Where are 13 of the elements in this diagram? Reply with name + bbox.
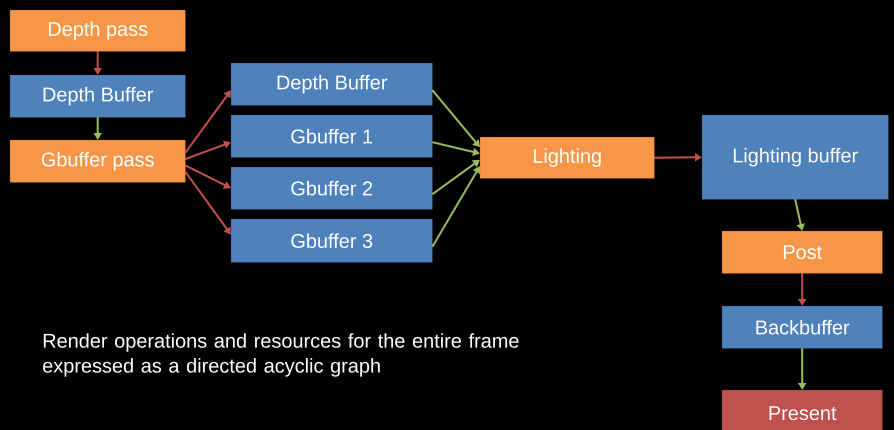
resource-box: Backbuffer <box>722 306 882 348</box>
resource-box: Gbuffer 2 <box>231 167 432 210</box>
resource-box: Depth Buffer <box>231 63 432 106</box>
operation-box: Depth pass <box>10 10 186 52</box>
operation-box: Lighting <box>480 137 654 178</box>
caption-text: Render operations and resources for the entire frame expressed as a directed acyclic graph <box>43 333 519 377</box>
operation-box: Gbuffer pass <box>10 140 186 182</box>
resource-box: Lighting buffer <box>702 115 888 200</box>
resource-box: Gbuffer 1 <box>231 115 432 158</box>
present-box: Present <box>722 390 882 430</box>
resource-box: Depth Buffer <box>10 75 186 118</box>
operation-box: Post <box>722 231 882 274</box>
resource-box: Gbuffer 3 <box>231 219 432 262</box>
